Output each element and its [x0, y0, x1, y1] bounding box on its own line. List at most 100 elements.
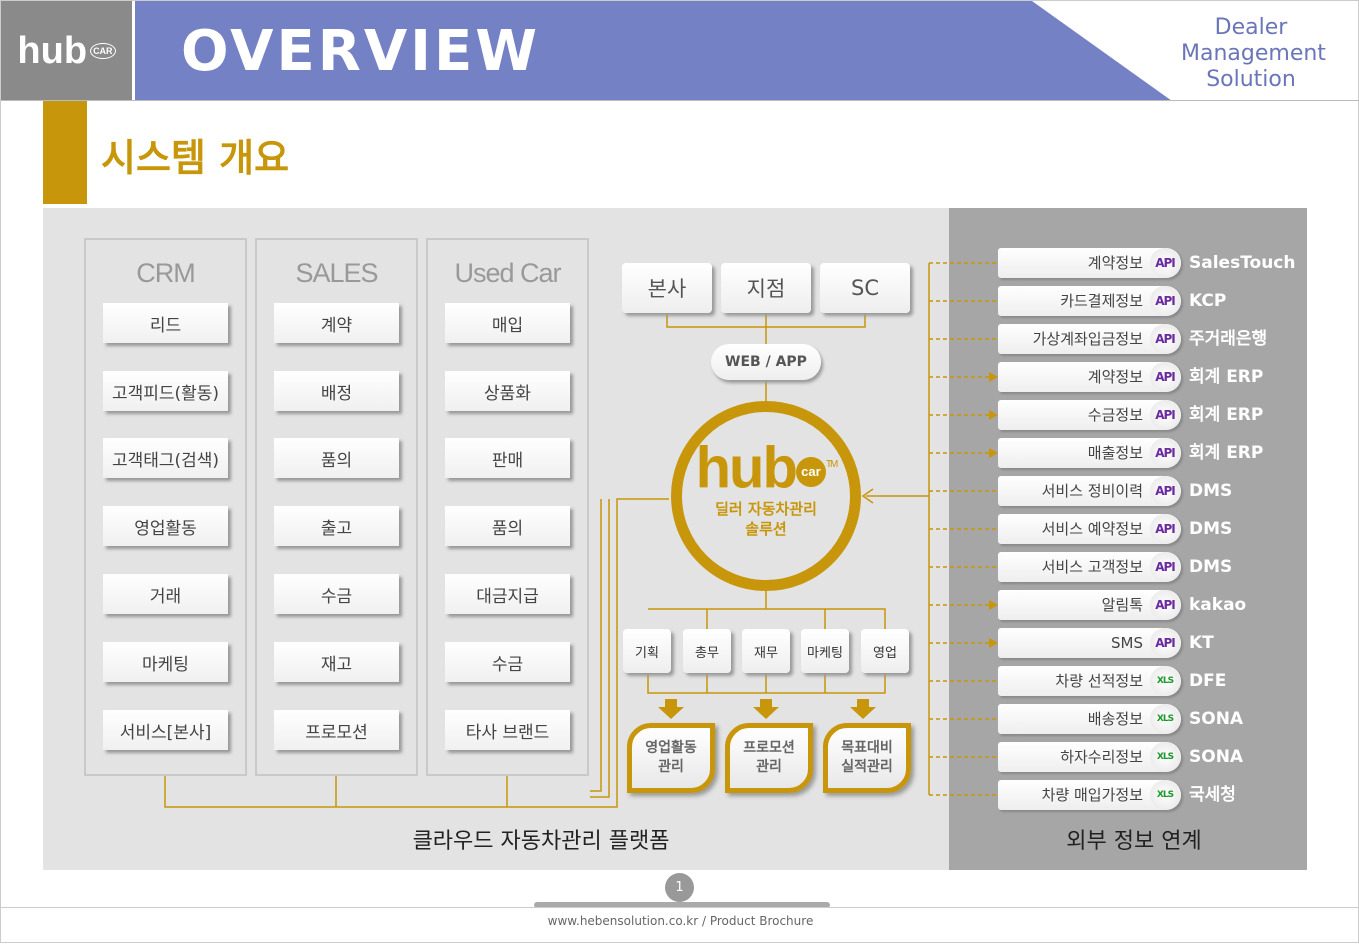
- api-badge-icon: API: [1150, 476, 1180, 506]
- info-label: 계약정보: [1087, 368, 1143, 386]
- used-car-item[interactable]: 매입: [445, 303, 570, 343]
- sales-item[interactable]: 배정: [274, 371, 399, 411]
- used-car-item[interactable]: 품의: [445, 506, 570, 546]
- external-info-item[interactable]: 카드결제정보 API: [998, 286, 1181, 316]
- node-branch[interactable]: 지점: [721, 263, 811, 313]
- crm-item[interactable]: 영업활동: [103, 506, 228, 546]
- used-car-column: Used Car 매입 상품화 판매 품의 대금지급 수금 타사 브랜드: [426, 238, 589, 776]
- dept-planning[interactable]: 기획: [623, 629, 671, 673]
- footer-divider: [1, 907, 1359, 908]
- info-label: 수금정보: [1087, 406, 1143, 424]
- api-badge-icon: API: [1150, 590, 1180, 620]
- web-app-pill: WEB / APP: [711, 344, 821, 380]
- sales-item[interactable]: 출고: [274, 506, 399, 546]
- xls-badge-icon: XLS: [1150, 780, 1180, 810]
- info-label: SMS: [1111, 634, 1143, 652]
- external-info-item[interactable]: 수금정보 API: [998, 400, 1181, 430]
- crm-item[interactable]: 고객피드(활동): [103, 371, 228, 411]
- column-title: CRM: [136, 258, 196, 288]
- api-badge-icon: API: [1150, 362, 1180, 392]
- info-label: 차량 선적정보: [1055, 672, 1143, 690]
- section-title: 시스템 개요: [101, 136, 290, 180]
- used-car-item[interactable]: 대금지급: [445, 574, 570, 614]
- dept-marketing[interactable]: 마케팅: [801, 629, 849, 673]
- sales-item[interactable]: 품의: [274, 438, 399, 478]
- sales-item[interactable]: 수금: [274, 574, 399, 614]
- external-info-item[interactable]: SMS API: [998, 628, 1181, 658]
- info-label: 하자수리정보: [1060, 748, 1143, 766]
- external-system-label: 회계 ERP: [1189, 405, 1264, 425]
- header-divider: [1, 100, 1359, 101]
- external-info-item[interactable]: 차량 선적정보 XLS: [998, 666, 1181, 696]
- info-label: 카드결제정보: [1060, 292, 1143, 310]
- arrow-down-icon: [850, 699, 876, 719]
- crm-item[interactable]: 서비스[본사]: [103, 710, 228, 750]
- node-sc[interactable]: SC: [820, 263, 910, 313]
- xls-badge-icon: XLS: [1150, 704, 1180, 734]
- dept-sales[interactable]: 영업: [861, 629, 909, 673]
- info-label: 계약정보: [1087, 254, 1143, 272]
- api-badge-icon: API: [1150, 286, 1180, 316]
- xls-badge-icon: XLS: [1150, 666, 1180, 696]
- external-system-label: KCP: [1189, 291, 1227, 311]
- external-system-label: 회계 ERP: [1189, 443, 1264, 463]
- external-label: 외부 정보 연계: [1066, 829, 1202, 854]
- sales-item[interactable]: 프로모션: [274, 710, 399, 750]
- crm-item[interactable]: 거래: [103, 574, 228, 614]
- dept-finance[interactable]: 재무: [742, 629, 790, 673]
- api-badge-icon: API: [1150, 438, 1180, 468]
- external-system-label: SONA: [1189, 747, 1244, 767]
- info-label: 매출정보: [1087, 444, 1143, 462]
- used-car-item[interactable]: 타사 브랜드: [445, 710, 570, 750]
- crm-item[interactable]: 마케팅: [103, 642, 228, 682]
- dept-general-affairs[interactable]: 총무: [683, 629, 731, 673]
- used-car-item[interactable]: 판매: [445, 438, 570, 478]
- external-system-label: DMS: [1189, 519, 1233, 539]
- external-system-label: DMS: [1189, 481, 1233, 501]
- external-info-item[interactable]: 계약정보 API: [998, 362, 1181, 392]
- external-system-label: 국세청: [1189, 785, 1236, 805]
- external-system-label: SONA: [1189, 709, 1244, 729]
- external-info-item[interactable]: 하자수리정보 XLS: [998, 742, 1181, 772]
- crm-item[interactable]: 고객태그(검색): [103, 438, 228, 478]
- external-system-label: DFE: [1189, 671, 1227, 691]
- xls-badge-icon: XLS: [1150, 742, 1180, 772]
- arrow-down-icon: [753, 699, 779, 719]
- header-band: [135, 1, 1172, 101]
- crm-item[interactable]: 리드: [103, 303, 228, 343]
- external-system-label: 주거래은행: [1189, 329, 1268, 349]
- used-car-item[interactable]: 수금: [445, 642, 570, 682]
- crm-column: CRM 리드 고객피드(활동) 고객태그(검색) 영업활동 거래 마케팅 서비스…: [84, 238, 247, 776]
- sales-item[interactable]: 계약: [274, 303, 399, 343]
- sales-item[interactable]: 재고: [274, 642, 399, 682]
- api-badge-icon: API: [1150, 628, 1180, 658]
- external-system-label: KT: [1189, 633, 1214, 653]
- sales-column: SALES 계약 배정 품의 출고 수금 재고 프로모션: [255, 238, 418, 776]
- external-system-label: SalesTouch: [1189, 253, 1296, 273]
- arrow-down-icon: [658, 699, 684, 719]
- info-label: 서비스 예약정보: [1041, 520, 1143, 538]
- api-badge-icon: API: [1150, 400, 1180, 430]
- page-number: 1: [665, 873, 694, 902]
- page-title: OVERVIEW: [181, 19, 541, 84]
- node-hq[interactable]: 본사: [622, 263, 712, 313]
- info-label: 가상계좌입금정보: [1032, 330, 1143, 348]
- column-title: Used Car: [454, 258, 561, 288]
- external-system-label: 회계 ERP: [1189, 367, 1264, 387]
- external-info-item[interactable]: 매출정보 API: [998, 438, 1181, 468]
- used-car-item[interactable]: 상품화: [445, 371, 570, 411]
